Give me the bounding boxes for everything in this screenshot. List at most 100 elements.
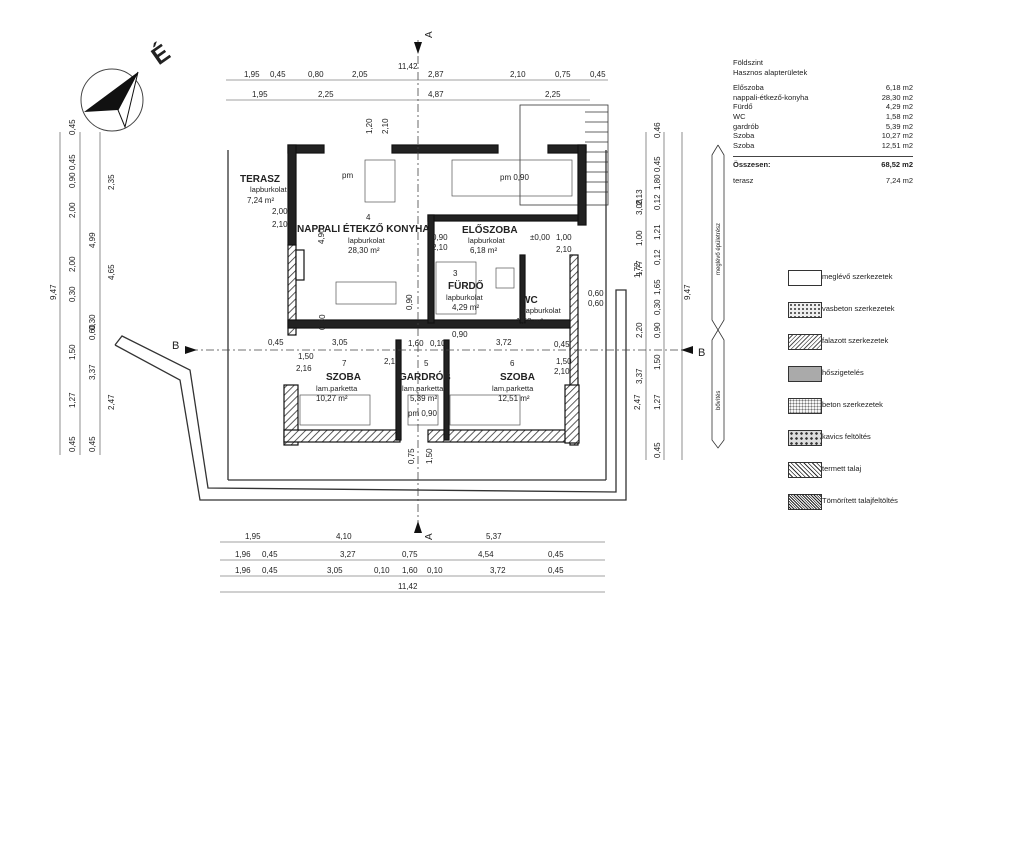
dimension-label: 4,90 xyxy=(317,228,326,244)
legend-item: falazott szerkezetek xyxy=(788,334,978,366)
dimension-label: 1,21 xyxy=(653,224,662,240)
dimension-label: 1,27 xyxy=(68,392,77,408)
room-furdo: 3 FÜRDŐ lapburkolat 4,29 m² xyxy=(446,269,484,312)
room-name: GARDRÓB xyxy=(399,370,451,383)
dimension-label: 0,45 xyxy=(548,550,564,559)
dimension-label: 1,77 xyxy=(635,260,644,276)
dimension-label: 11,42 xyxy=(398,582,418,591)
dimension-label: 2,10 xyxy=(381,118,390,134)
room-name: TERASZ xyxy=(240,174,280,185)
dimension-label: 4,65 xyxy=(107,264,116,280)
dimension-label: 2,10 xyxy=(384,357,400,366)
legend-swatch-insulation xyxy=(788,366,822,382)
room-number: 5 xyxy=(424,359,429,368)
area-row-name: Szoba xyxy=(733,140,755,150)
dimension-label: 2,20 xyxy=(635,322,644,338)
room-name: NAPPALI ÉTEKZŐ KONYHA xyxy=(297,222,430,235)
area-row-name: Fürdő xyxy=(733,102,753,112)
dimension-label: 0,90 xyxy=(452,330,468,339)
room-floor: lapburkolat xyxy=(468,236,506,245)
room-wc: WC lapburkolat 1,58 m² xyxy=(516,295,562,326)
north-arrow: É xyxy=(80,38,175,132)
area-extra-value: 7,24 m2 xyxy=(885,175,913,185)
dimension-label: 1,50 xyxy=(556,357,572,366)
north-label: É xyxy=(146,38,175,70)
dimension-label: 0,12 xyxy=(653,194,662,210)
section-label-a-bottom: A xyxy=(424,533,435,540)
area-row-value: 6,18 m2 xyxy=(885,83,913,93)
dimension-label: 9,47 xyxy=(49,284,58,300)
room-floor: lapburkolat xyxy=(446,293,484,302)
dimension-label: 4,99 xyxy=(88,232,97,248)
room-floor: lam.parketta xyxy=(492,384,534,393)
dimension-label: 1,50 xyxy=(425,448,434,464)
room-area: 7,24 m² xyxy=(247,196,274,205)
dimension-label: 4,10 xyxy=(336,532,352,541)
dimension-label: 2,47 xyxy=(633,394,642,410)
dimension-label: 2,10 xyxy=(556,245,572,254)
dimension-label: 2,05 xyxy=(352,70,368,79)
room-floor: lam.parketta xyxy=(316,384,358,393)
legend-swatch-masonry xyxy=(788,334,822,350)
room-szoba-7: 7 SZOBA lam.parketta 10,27 m² xyxy=(316,359,361,403)
area-table-title: Földszint xyxy=(733,58,764,67)
dimension-label: 2,87 xyxy=(428,70,444,79)
section-line-a: A A xyxy=(414,31,435,540)
dimension-label: 1,27 xyxy=(653,394,662,410)
legend-item: termett talaj xyxy=(788,462,978,494)
area-row-value: 4,29 m2 xyxy=(885,102,913,112)
dimension-label: 3,05 xyxy=(327,566,343,575)
room-terasz: TERASZ lapburkolat 7,24 m² xyxy=(240,174,288,205)
room-floor: lam.parketta xyxy=(402,384,444,393)
dimension-label: 1,65 xyxy=(653,279,662,295)
dimension-label: 0,10 xyxy=(374,566,390,575)
pm-label: pm 0,90 xyxy=(408,409,437,418)
dimension-label: 0,45 xyxy=(653,442,662,458)
dimension-label: 2,25 xyxy=(545,90,561,99)
dimension-label: 1,50 xyxy=(68,344,77,360)
dimension-label: 11,42 xyxy=(398,62,418,71)
stairs xyxy=(519,104,609,206)
dimension-label: 0,45 xyxy=(548,566,564,575)
dimension-label: 0,45 xyxy=(68,119,77,135)
dimension-label: 0,30 xyxy=(68,286,77,302)
section-label-b-right: B xyxy=(698,347,705,359)
dimension-label: 0,30 xyxy=(653,299,662,315)
dimension-label: 2,10 xyxy=(272,220,288,229)
area-extra-name: terasz xyxy=(733,175,754,185)
legend-swatch-concrete xyxy=(788,398,822,414)
area-total-row: Összesen:68,52 m2 xyxy=(733,156,913,170)
legend-item: vasbeton szerkezetek xyxy=(788,302,978,334)
dimension-label: 2,25 xyxy=(318,90,334,99)
legend-swatch-reinforced-concrete xyxy=(788,302,822,318)
dimension-label: 3,27 xyxy=(340,550,356,559)
room-eloszoba: ELŐSZOBA lapburkolat 6,18 m² xyxy=(462,223,518,255)
dimension-label: 3,37 xyxy=(88,364,97,380)
dimension-label: 0,45 xyxy=(68,154,77,170)
dimension-label: 0,45 xyxy=(262,566,278,575)
dimension-label: 0,60 xyxy=(588,299,604,308)
pm-label: pm 0,90 xyxy=(500,173,529,182)
legend-swatch-compacted-fill xyxy=(788,494,822,510)
dimension-label: 2,00 xyxy=(68,256,77,272)
dimension-label: 0,12 xyxy=(653,249,662,265)
material-legend: meglévő szerkezetek vasbeton szerkezetek… xyxy=(788,270,978,526)
dimension-label: 1,80 xyxy=(653,174,662,190)
room-area: 5,39 m² xyxy=(410,394,437,403)
dimension-label: 2,10 xyxy=(554,367,570,376)
dimension-label: 0,45 xyxy=(554,340,570,349)
dimension-label: 1,20 xyxy=(365,118,374,134)
legend-swatch-soil xyxy=(788,462,822,478)
room-floor: lapburkolat xyxy=(524,306,562,315)
room-floor: lapburkolat xyxy=(250,185,288,194)
dimension-label: 3,37 xyxy=(635,368,644,384)
dimension-label: 1,00 xyxy=(556,233,572,242)
legend-label: beton szerkezetek xyxy=(822,400,883,409)
area-row-value: 1,58 m2 xyxy=(885,111,913,121)
dimension-label: 0,90 xyxy=(68,172,77,188)
dimension-label: 1,50 xyxy=(298,352,314,361)
legend-item: Tömörített talajfeltöltés xyxy=(788,494,978,526)
dimension-label: 2,10 xyxy=(510,70,526,79)
